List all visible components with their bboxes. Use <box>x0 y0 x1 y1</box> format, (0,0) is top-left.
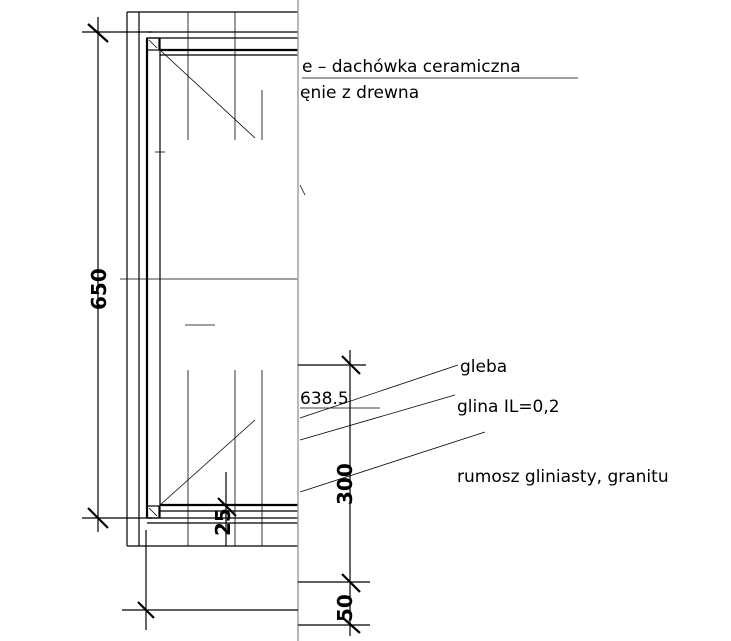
soil-annotations: gleba glina IL=0,2 rumosz gliniasty, gra… <box>299 357 669 493</box>
level-marker: 638.5 <box>300 389 380 409</box>
dimension-50-label: 50 <box>333 594 357 622</box>
inner-frame <box>145 31 298 524</box>
interior-lines <box>120 12 298 546</box>
dimension-650-label: 650 <box>87 268 111 310</box>
dimension-300-label: 300 <box>333 463 357 505</box>
level-label: 638.5 <box>300 389 349 409</box>
roof-layer-label-1: e – dachówka ceramiczna <box>302 57 521 77</box>
dimension-bottom <box>122 530 298 630</box>
soil-label-gleba: gleba <box>460 357 507 377</box>
dimension-25-label: 25 <box>211 508 235 536</box>
dimension-lower: 300 50 <box>298 350 370 636</box>
roof-layer-label-2: ęnie z drewna <box>300 83 419 103</box>
dimension-small: 25 <box>211 472 237 546</box>
soil-label-glina: glina IL=0,2 <box>457 397 560 417</box>
corner-node-top <box>146 37 160 51</box>
roof-annotations: e – dachówka ceramiczna ęnie z drewna <box>299 57 578 196</box>
soil-label-rumosz: rumosz gliniasty, granitu <box>457 467 669 487</box>
dimension-height-total: 650 <box>82 17 152 532</box>
corner-node-bottom <box>146 505 160 519</box>
